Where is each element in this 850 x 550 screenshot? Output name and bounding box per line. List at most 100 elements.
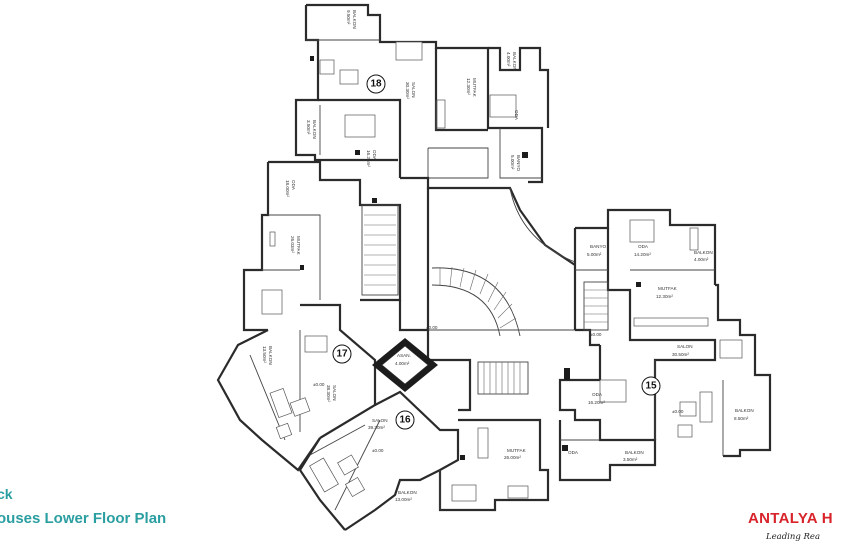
room-area: 13.50m²	[262, 346, 267, 363]
room-name: BALKON	[625, 450, 644, 455]
room-name: SALON	[332, 385, 337, 401]
room-name: ODA	[514, 110, 519, 121]
room-name: BANYO	[590, 244, 607, 249]
room-name: BANYO	[516, 155, 521, 172]
armchair	[344, 476, 366, 498]
room-area: 12.30m²	[466, 78, 471, 95]
shaft	[522, 152, 528, 158]
room-name: BALKON	[268, 346, 273, 365]
room-name: ODA	[372, 150, 377, 161]
kitchen-counter	[477, 427, 489, 459]
svg-text:15: 15	[645, 381, 657, 392]
core	[398, 176, 600, 412]
room-name: BALKON	[694, 250, 713, 255]
dining-table	[719, 339, 743, 359]
room-area: 14.20m²	[634, 252, 651, 257]
unit-number-17: 17	[332, 344, 352, 364]
dining-table	[451, 484, 477, 502]
room-area: 12.30m²	[656, 294, 673, 299]
svg-text:16: 16	[399, 415, 411, 426]
coffee-table	[337, 454, 359, 476]
room-area: 4.00m²	[506, 52, 511, 67]
level-mark: ±0.00	[672, 409, 684, 414]
brand-name: ANTALYA H	[748, 510, 833, 527]
unit-number-15: 15	[641, 376, 661, 396]
unit-17-walls	[216, 160, 402, 472]
unit-16-walls	[298, 390, 550, 531]
room-area: 16.25m²	[366, 150, 371, 167]
unit-18-furniture	[310, 41, 528, 158]
room-name: SALON	[372, 418, 388, 423]
unit-15-furniture	[562, 219, 743, 451]
room-area: 16.20m²	[588, 400, 605, 405]
room-name: SALON	[411, 82, 416, 98]
bed	[489, 94, 517, 118]
unit-17-furniture	[261, 198, 377, 440]
dining-table	[395, 41, 423, 61]
level-mark: ±0.00	[372, 448, 384, 453]
unit-number-18: 18	[366, 74, 386, 94]
brand-tagline: Leading Rea	[766, 532, 821, 542]
coffee-table	[289, 397, 311, 417]
elevator-shaft	[372, 338, 438, 392]
room-area: 8.50m²	[734, 416, 749, 421]
svg-text:17: 17	[336, 349, 348, 360]
kitchen-counter	[436, 99, 446, 129]
bed	[344, 114, 376, 138]
sofa	[339, 69, 359, 85]
room-area: 38.30m²	[326, 385, 331, 402]
room-name: BALKON	[735, 408, 754, 413]
room-name: SALON	[677, 344, 693, 349]
level-mark: ±0.00	[590, 332, 602, 337]
room-area: 26.00m²	[504, 455, 521, 460]
room-name: BALKON	[352, 10, 357, 29]
kitchen-counter	[633, 317, 709, 327]
room-area: 5.00m²	[587, 252, 602, 257]
sofa	[269, 387, 293, 419]
level-mark: ±0.00	[313, 382, 325, 387]
room-area: 18.00m²	[285, 180, 290, 197]
plan-title-line1: ck	[0, 486, 13, 502]
room-name: ODA	[638, 244, 649, 249]
room-name: BALKON	[312, 120, 317, 139]
kitchen-counter	[269, 231, 276, 247]
dining-table	[304, 335, 328, 353]
room-area: 3.50m²	[306, 120, 311, 135]
room-area: 39.30m²	[368, 425, 385, 430]
room-name: ASAN.	[397, 353, 411, 358]
armchair	[677, 424, 693, 438]
bed	[599, 379, 627, 403]
stair-16	[477, 361, 529, 395]
room-name: MUTFAK	[658, 286, 678, 291]
room-name: ODA	[592, 392, 603, 397]
armchair	[275, 422, 293, 440]
kitchen-counter	[507, 485, 529, 499]
room-name: BALKON	[398, 490, 417, 495]
level-mark: ±0.00	[426, 325, 438, 330]
sofa	[309, 457, 339, 493]
room-name: ODA	[291, 180, 296, 191]
brand-logo: ANTALYA H Leading Rea	[748, 510, 850, 550]
room-area: 4.00m²	[694, 257, 709, 262]
balcony-chair	[689, 227, 699, 251]
stair-17	[361, 204, 399, 296]
sofa	[699, 391, 713, 423]
room-area: 26.03m²	[290, 236, 295, 253]
unit-18-walls	[294, 3, 550, 184]
room-name: MUTFAK	[472, 78, 477, 98]
room-area: 5.00m²	[510, 155, 515, 170]
coffee-table	[679, 401, 697, 417]
room-area: 30.50m²	[672, 352, 689, 357]
unit-15-walls	[558, 208, 772, 482]
room-area: 3.50m²	[623, 457, 638, 462]
room-area: 9.50m²	[346, 10, 351, 25]
dining-table	[261, 289, 283, 315]
armchair	[319, 59, 335, 75]
room-area: 13.00m²	[395, 497, 412, 502]
room-area: 4.00m²	[395, 361, 410, 366]
bed	[629, 219, 655, 243]
svg-text:18: 18	[370, 79, 382, 90]
unit-number-16: 16	[395, 410, 415, 430]
room-name: BALKON	[512, 52, 517, 71]
